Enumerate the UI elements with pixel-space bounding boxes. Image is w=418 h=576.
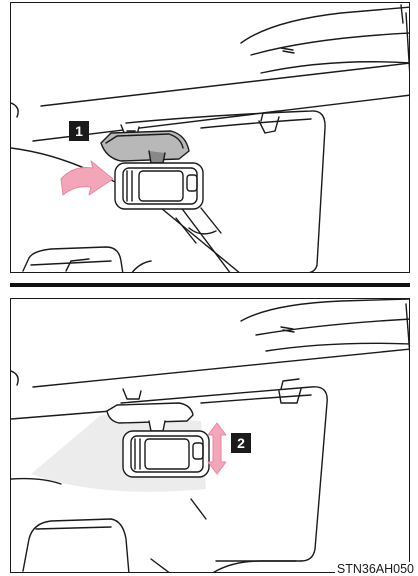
figure-code: STN36AH050 [335,562,416,576]
double-headed-vertical-pink-arrow-icon [208,423,226,474]
step-1-badge: 1 [69,121,89,141]
diagram-panel-before: 1 [10,2,410,273]
panel-divider [10,283,410,287]
diagram-panel-after: 2 [10,298,410,573]
step-2-badge: 2 [231,433,251,453]
car-interior-illustration-bottom [11,299,410,573]
curved-pink-arrow-icon [61,161,113,195]
